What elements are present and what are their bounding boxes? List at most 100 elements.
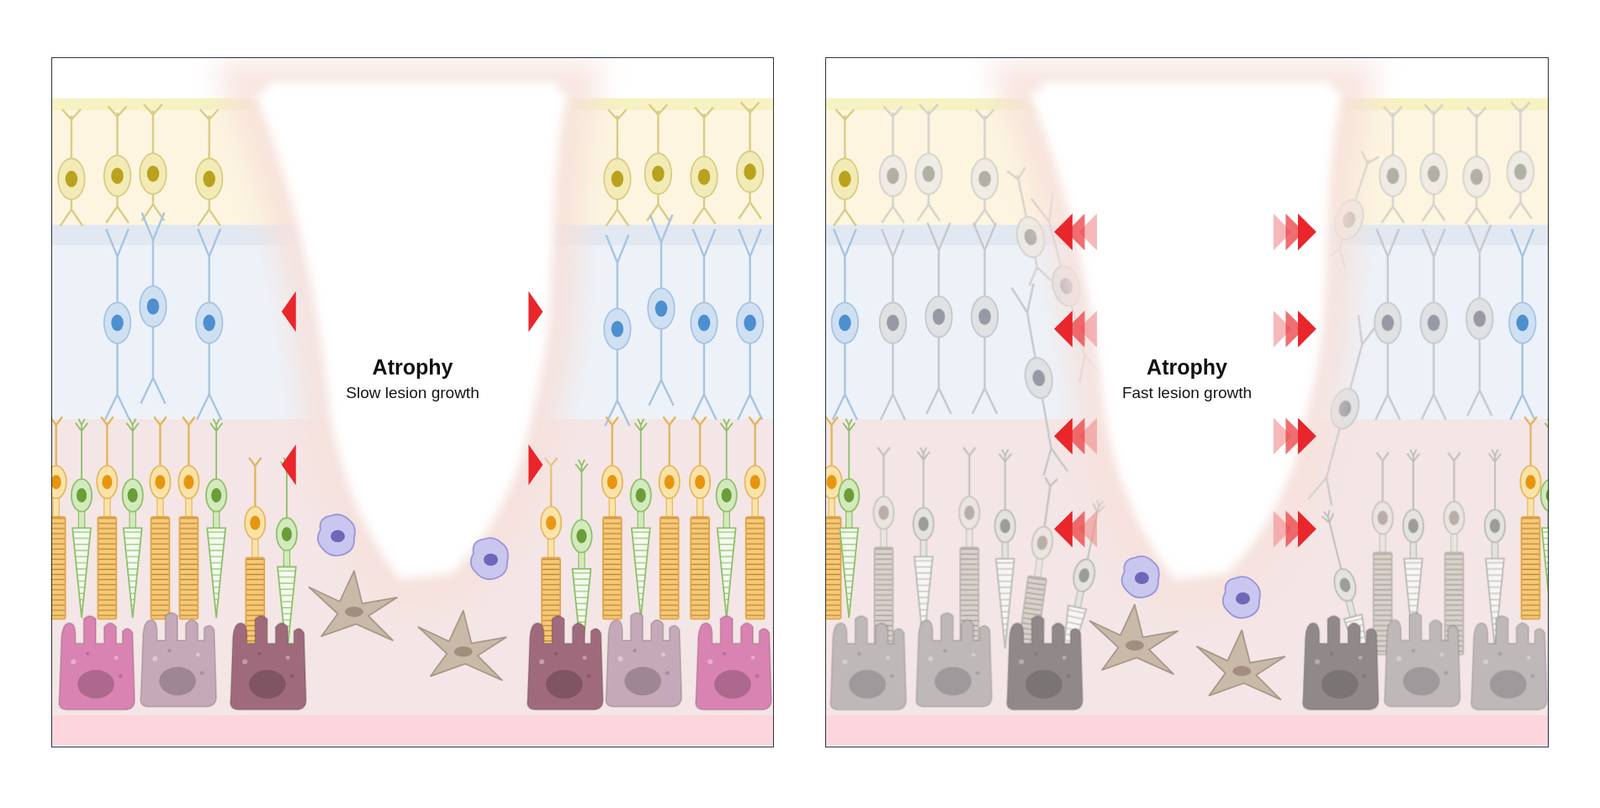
- rod-cell: [838, 418, 859, 619]
- rpe-cell: [916, 612, 992, 707]
- atrophy-lesion: [264, 81, 559, 572]
- cone-cell: [178, 416, 199, 619]
- cone-cell: [149, 416, 170, 619]
- growth-arrow: [1273, 213, 1317, 251]
- rod-cell: [1541, 418, 1550, 619]
- cone-cell: [744, 416, 765, 619]
- rod-cell: [913, 447, 934, 647]
- cone-cell: [1443, 452, 1464, 655]
- cone-cell: [958, 447, 980, 650]
- ganglion-cell: [736, 102, 764, 219]
- panel-subtitle: Slow lesion growth: [52, 382, 774, 403]
- growth-arrow: [528, 444, 543, 486]
- bipolar-cell: [831, 228, 859, 420]
- rpe-cell: [695, 615, 772, 710]
- rod-cell: [630, 418, 652, 619]
- ganglion-cell: [139, 104, 167, 221]
- bipolar-cell: [971, 222, 999, 414]
- rpe-cell: [230, 615, 307, 710]
- ganglion-cell: [104, 105, 132, 223]
- cone-cell: [96, 416, 117, 619]
- rpe-cell: [1384, 612, 1461, 707]
- rpe-cell: [140, 612, 217, 707]
- panel-text: AtrophySlow lesion growth: [52, 354, 774, 403]
- growth-arrow: [1054, 417, 1097, 455]
- panel-box: AtrophySlow lesion growth: [51, 57, 774, 748]
- rpe-cell: [1471, 615, 1548, 710]
- panel-box: AtrophyFast lesion growth: [825, 57, 1549, 748]
- ganglion-cell: [1462, 107, 1490, 224]
- ganglion-cell: [915, 104, 943, 221]
- cone-cell: [825, 416, 842, 619]
- bipolar-cell: [1374, 228, 1402, 420]
- ganglion-cell: [690, 107, 718, 224]
- macrophage: [1223, 576, 1261, 618]
- rpe-cell: [527, 615, 604, 710]
- panel-heading: Atrophy: [52, 354, 774, 380]
- rod-cell: [716, 418, 737, 619]
- bipolar-cell: [736, 228, 764, 420]
- slow-panel-art: [51, 81, 774, 745]
- growth-arrow: [281, 291, 297, 333]
- ganglion-cell: [58, 109, 85, 226]
- cone-cell: [689, 416, 710, 619]
- cone-cell: [1520, 416, 1541, 619]
- panel-heading: Atrophy: [826, 354, 1548, 380]
- rpe-layer: [58, 612, 772, 710]
- cone-cell: [51, 416, 67, 619]
- macrophage: [1122, 556, 1160, 598]
- bipolar-cell: [647, 214, 675, 406]
- ganglion-cell: [603, 109, 631, 226]
- growth-arrow: [1273, 310, 1317, 348]
- atrophy-lesion: [1039, 81, 1334, 572]
- bipolar-cell: [603, 234, 631, 426]
- fibroblast: [1197, 630, 1285, 700]
- fibroblast: [418, 610, 506, 680]
- rod-cell: [71, 418, 92, 619]
- rod-cell: [206, 418, 227, 619]
- panel-text: AtrophyFast lesion growth: [826, 354, 1548, 403]
- growth-arrow: [528, 291, 543, 333]
- bipolar-cell: [925, 222, 953, 414]
- cone-cell: [659, 416, 680, 619]
- growth-arrow: [1054, 510, 1097, 548]
- rpe-cell: [605, 612, 682, 707]
- rpe-cell: [830, 615, 906, 710]
- macrophage: [317, 513, 355, 556]
- macrophage: [471, 537, 509, 579]
- fibroblast: [1089, 603, 1177, 673]
- bipolar-cell: [139, 212, 167, 404]
- ganglion-cell: [1420, 104, 1448, 221]
- bipolar-cell: [196, 228, 223, 420]
- rod-cell: [995, 449, 1016, 649]
- bipolar-cell: [1466, 224, 1494, 416]
- bipolar-cell: [1509, 228, 1537, 420]
- rpe-cell: [1006, 615, 1083, 710]
- bipolar-cell: [104, 228, 132, 420]
- cone-cell: [873, 447, 894, 650]
- fibroblast: [309, 570, 398, 640]
- bipolar-cell: [1420, 228, 1448, 420]
- cone-cell: [602, 416, 623, 619]
- rod-cell: [122, 418, 144, 619]
- rpe-cell: [58, 615, 135, 710]
- growth-arrow: [1273, 417, 1317, 455]
- rpe-cell: [1303, 615, 1379, 710]
- ganglion-cell: [196, 109, 223, 226]
- fast-panel-art: [825, 81, 1549, 745]
- ganglion-cell: [1507, 102, 1535, 219]
- ganglion-cell: [971, 109, 999, 226]
- growth-arrow: [281, 444, 297, 486]
- panel-subtitle: Fast lesion growth: [826, 382, 1548, 403]
- ganglion-cell: [879, 105, 907, 223]
- ganglion-cell: [1379, 105, 1407, 223]
- ganglion-cell: [645, 104, 673, 221]
- growth-arrow: [1054, 310, 1097, 348]
- bipolar-cell: [690, 228, 718, 420]
- growth-arrow: [1054, 213, 1097, 251]
- bipolar-cell: [879, 228, 907, 420]
- ganglion-cell: [831, 109, 859, 226]
- bipolar-cell: [1009, 282, 1069, 476]
